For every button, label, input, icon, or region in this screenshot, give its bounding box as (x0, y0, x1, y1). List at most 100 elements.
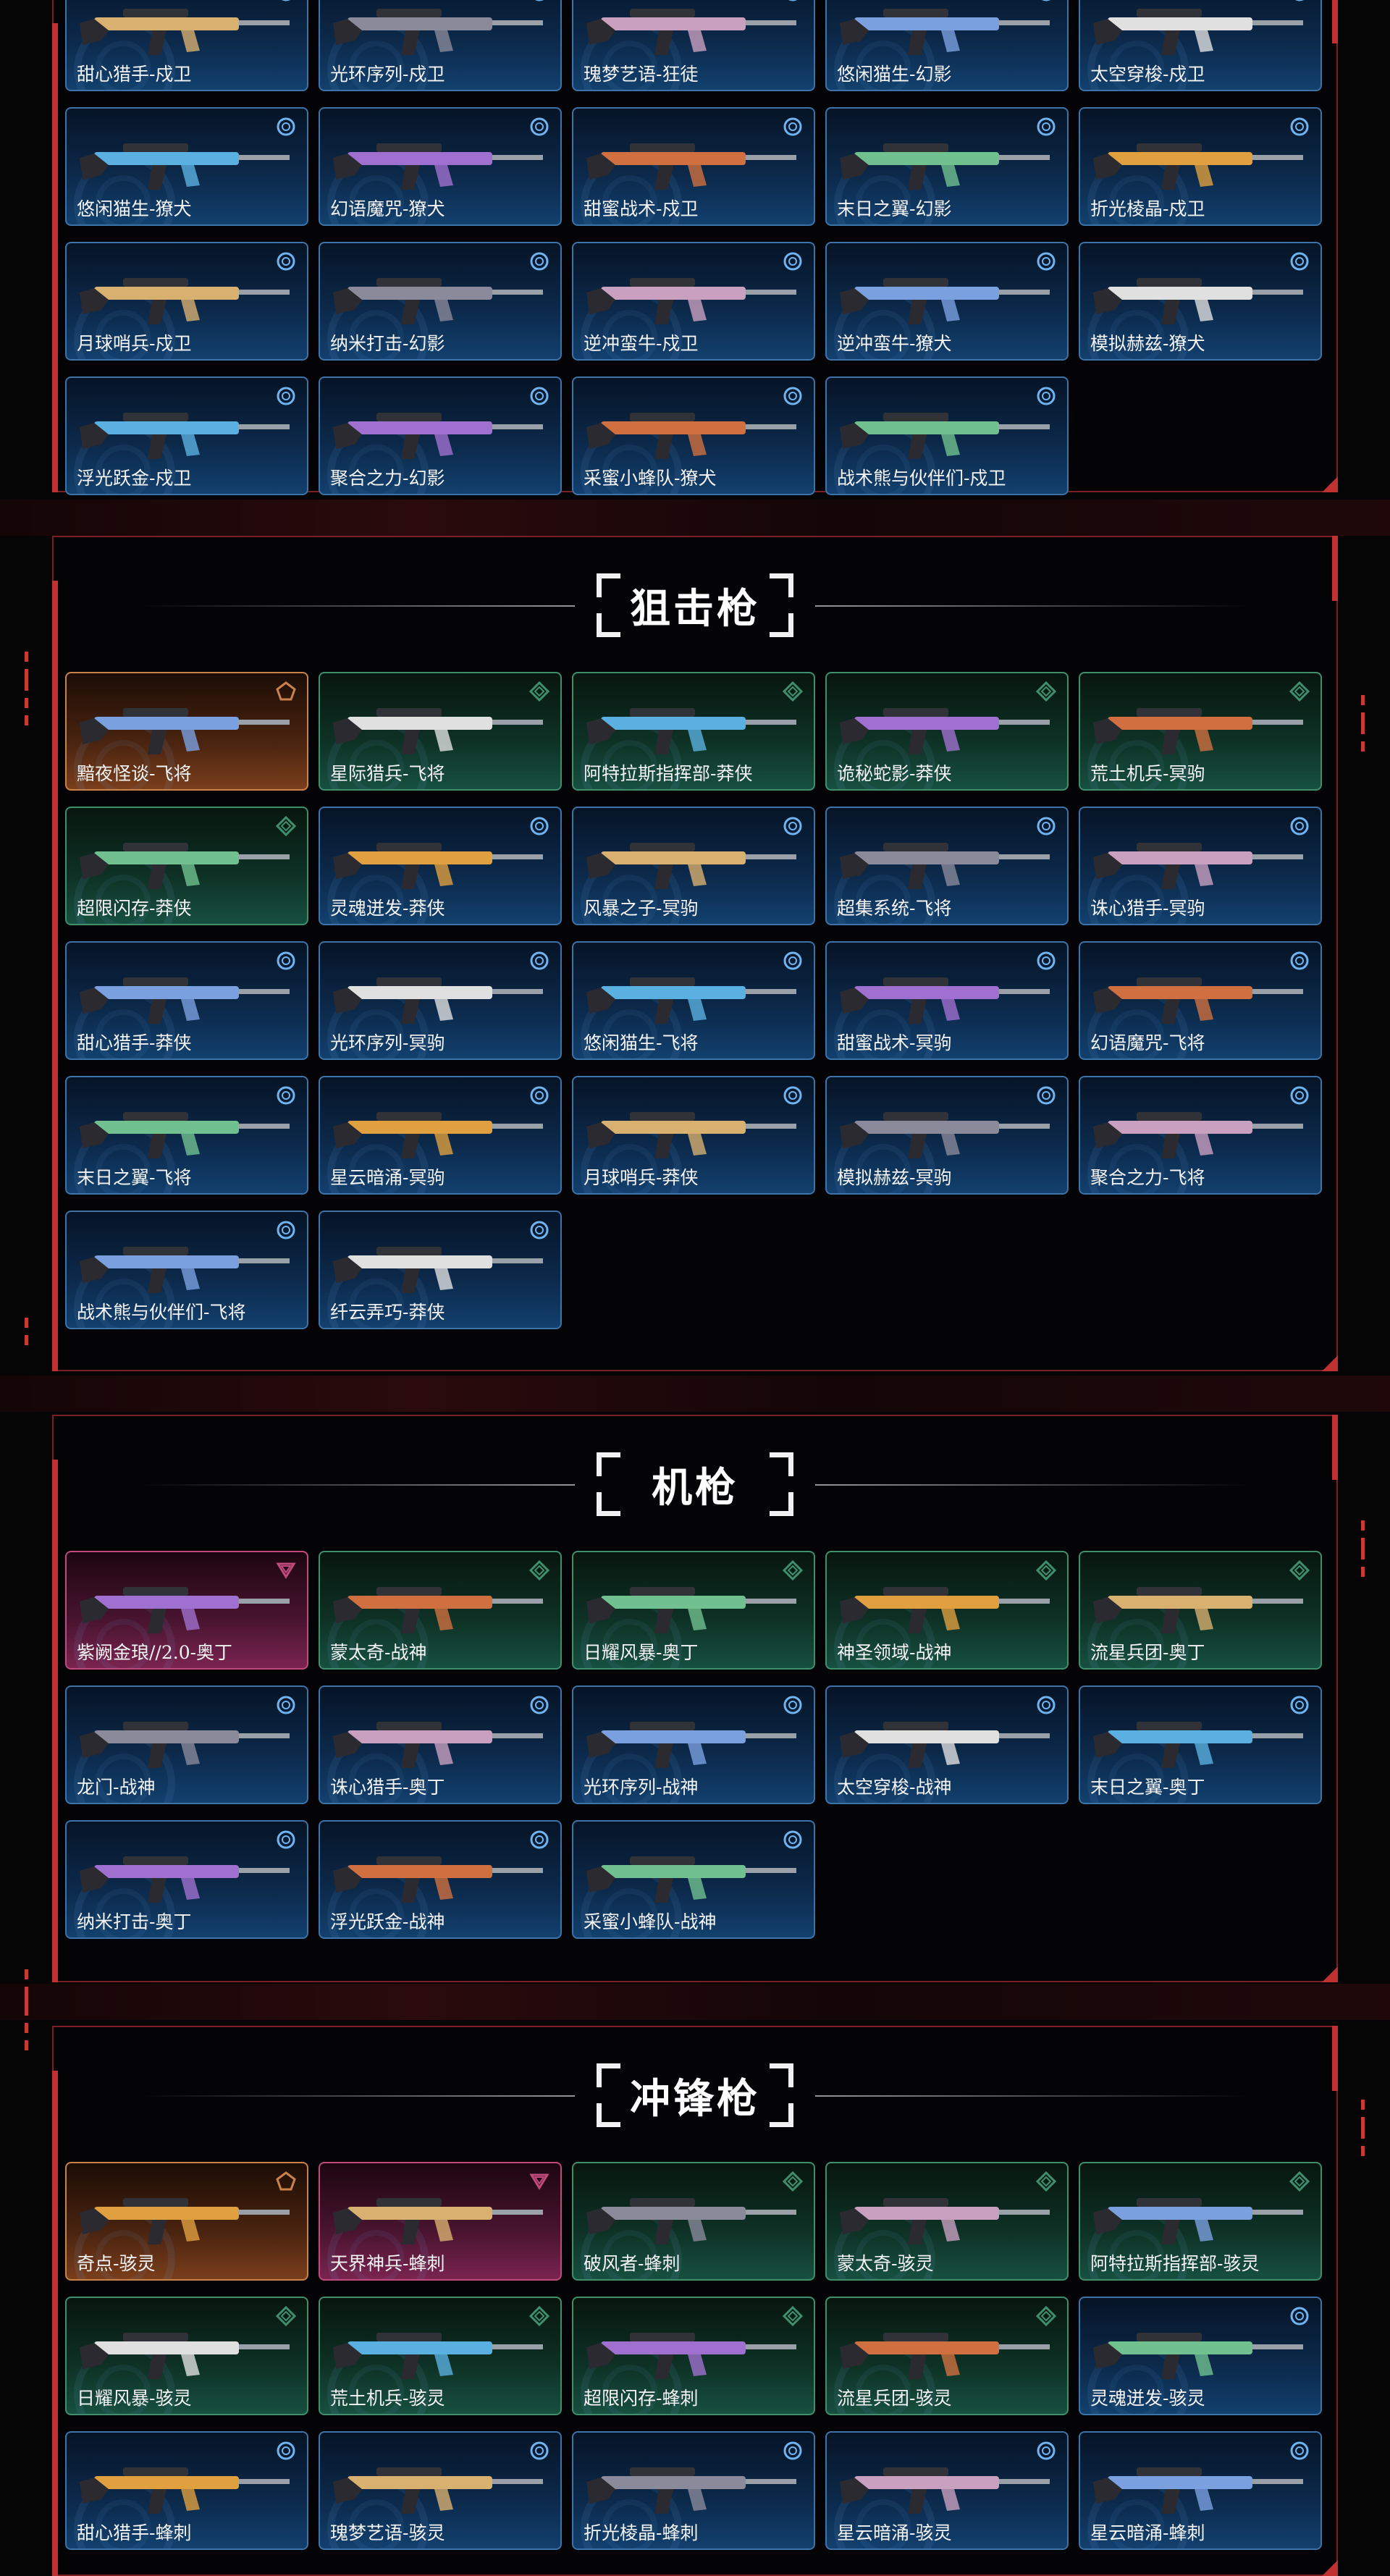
skin-card[interactable]: 荒土机兵-冥驹 (1079, 672, 1322, 791)
skin-card[interactable]: 战术熊与伙伴们-飞将 (65, 1211, 308, 1329)
skin-card[interactable]: 月球哨兵-莽侠 (572, 1076, 815, 1195)
skin-card[interactable]: 纳米打击-奥丁 (65, 1820, 308, 1939)
skin-card[interactable]: 逆冲蛮牛-戍卫 (572, 242, 815, 361)
skin-card[interactable]: 阿特拉斯指挥部-莽侠 (572, 672, 815, 791)
tier-badge-icon (782, 1694, 804, 1716)
skin-card[interactable]: 模拟赫兹-冥驹 (825, 1076, 1069, 1195)
skin-card[interactable]: 阿特拉斯指挥部-骇灵 (1079, 2162, 1322, 2281)
skin-card[interactable]: 瑰梦艺语-骇灵 (319, 2431, 562, 2550)
skin-card[interactable]: 甜心猎手-蜂刺 (65, 2431, 308, 2550)
skin-card[interactable]: 悠闲猫生-幻影 (825, 0, 1069, 91)
tier-badge-icon (275, 950, 297, 972)
weapon-image (333, 2314, 550, 2386)
skin-card[interactable]: 甜蜜战术-冥驹 (825, 941, 1069, 1060)
skin-card[interactable]: 诛心猎手-冥驹 (1079, 807, 1322, 925)
skin-card[interactable]: 采蜜小蜂队-战神 (572, 1820, 815, 1939)
skin-card[interactable]: 甜心猎手-莽侠 (65, 941, 308, 1060)
skin-card[interactable]: 超限闪存-蜂刺 (572, 2297, 815, 2415)
skin-label: 折光棱晶-蜂刺 (584, 2522, 699, 2543)
skin-card[interactable]: 浮光跃金-戍卫 (65, 376, 308, 495)
skin-card[interactable]: 超集系统-飞将 (825, 807, 1069, 925)
skin-card[interactable]: 浮光跃金-战神 (319, 1820, 562, 1939)
skin-card[interactable]: 太空穿梭-戍卫 (1079, 0, 1322, 91)
skin-card[interactable]: 末日之翼-幻影 (825, 107, 1069, 226)
skin-label: 逆冲蛮牛-獠犬 (837, 333, 952, 354)
skin-card[interactable]: 模拟赫兹-獠犬 (1079, 242, 1322, 361)
skin-card[interactable]: 诡秘蛇影-莽侠 (825, 672, 1069, 791)
skin-card[interactable]: 光环序列-戍卫 (319, 0, 562, 91)
skin-card[interactable]: 日耀风暴-奥丁 (572, 1551, 815, 1670)
skin-card[interactable]: 流星兵团-奥丁 (1079, 1551, 1322, 1670)
skin-card[interactable]: 太空穿梭-战神 (825, 1685, 1069, 1804)
skin-card[interactable]: 风暴之子-冥驹 (572, 807, 815, 925)
skin-card[interactable]: 采蜜小蜂队-獠犬 (572, 376, 815, 495)
skin-card[interactable]: 星云暗涌-蜂刺 (1079, 2431, 1322, 2550)
skin-card[interactable]: 末日之翼-飞将 (65, 1076, 308, 1195)
weapon-image (80, 2314, 297, 2386)
skin-card[interactable]: 折光棱晶-戍卫 (1079, 107, 1322, 226)
skin-card[interactable]: 奇点-骇灵 (65, 2162, 308, 2281)
skin-label: 月球哨兵-戍卫 (77, 333, 192, 354)
skin-card[interactable]: 聚合之力-幻影 (319, 376, 562, 495)
skin-label: 阿特拉斯指挥部-莽侠 (584, 763, 753, 784)
skin-card[interactable]: 神圣领域-战神 (825, 1551, 1069, 1670)
skin-card[interactable]: 黯夜怪谈-飞将 (65, 672, 308, 791)
skin-card[interactable]: 荒土机兵-骇灵 (319, 2297, 562, 2415)
skin-card[interactable]: 战术熊与伙伴们-戍卫 (825, 376, 1069, 495)
skin-card[interactable]: 星云暗涌-冥驹 (319, 1076, 562, 1195)
card-bg-ring (349, 2499, 404, 2548)
skin-label: 甜蜜战术-冥驹 (837, 1032, 952, 1053)
skin-card[interactable]: 破风者-蜂刺 (572, 2162, 815, 2281)
card-bg-ring (96, 175, 151, 224)
card-bg-ring (602, 1009, 657, 1058)
skin-card[interactable]: 纤云弄巧-莽侠 (319, 1211, 562, 1329)
skin-card[interactable]: 星际猎兵-飞将 (319, 672, 562, 791)
card-bg-ring (1109, 310, 1164, 359)
skin-card[interactable]: 悠闲猫生-獠犬 (65, 107, 308, 226)
skin-card[interactable]: 紫阙金琅//2.0-奥丁 (65, 1551, 308, 1670)
skin-card[interactable]: 月球哨兵-戍卫 (65, 242, 308, 361)
skin-card[interactable]: 甜蜜战术-戍卫 (572, 107, 815, 226)
tier-badge-icon (1035, 1085, 1057, 1106)
card-bg-ring (1109, 2365, 1164, 2414)
card-bg-ring (96, 1279, 151, 1328)
skin-card[interactable]: 日耀风暴-骇灵 (65, 2297, 308, 2415)
card-bg-ring (602, 1619, 657, 1668)
skin-card[interactable]: 灵魂迸发-骇灵 (1079, 2297, 1322, 2415)
tier-badge-icon (528, 1829, 550, 1851)
skin-card[interactable]: 悠闲猫生-飞将 (572, 941, 815, 1060)
skin-card[interactable]: 瑰梦艺语-狂徒 (572, 0, 815, 91)
skin-card[interactable]: 末日之翼-奥丁 (1079, 1685, 1322, 1804)
skin-card[interactable]: 星云暗涌-骇灵 (825, 2431, 1069, 2550)
skin-card[interactable]: 聚合之力-飞将 (1079, 1076, 1322, 1195)
weapon-image (586, 2449, 804, 2521)
skin-card[interactable]: 灵魂迸发-莽侠 (319, 807, 562, 925)
skin-label: 诛心猎手-奥丁 (330, 1777, 445, 1798)
skin-card[interactable]: 逆冲蛮牛-獠犬 (825, 242, 1069, 361)
skin-card[interactable]: 幻语魔咒-獠犬 (319, 107, 562, 226)
skin-card[interactable]: 甜心猎手-戍卫 (65, 0, 308, 91)
skin-card[interactable]: 纳米打击-幻影 (319, 242, 562, 361)
skin-card[interactable]: 蒙太奇-骇灵 (825, 2162, 1069, 2281)
card-bg-ring (349, 875, 404, 924)
skin-card[interactable]: 光环序列-战神 (572, 1685, 815, 1804)
skin-label: 阿特拉斯指挥部-骇灵 (1090, 2253, 1260, 2274)
skin-card[interactable]: 幻语魔咒-飞将 (1079, 941, 1322, 1060)
skin-card[interactable]: 超限闪存-莽侠 (65, 807, 308, 925)
weapon-image (1093, 689, 1310, 762)
tier-badge-icon (782, 2171, 804, 2192)
skin-card[interactable]: 蒙太奇-战神 (319, 1551, 562, 1670)
skin-label: 太空穿梭-战神 (837, 1777, 952, 1798)
skin-card[interactable]: 流星兵团-骇灵 (825, 2297, 1069, 2415)
skin-card[interactable]: 天界神兵-蜂刺 (319, 2162, 562, 2281)
skin-card[interactable]: 光环序列-冥驹 (319, 941, 562, 1060)
weapon-image (586, 0, 804, 62)
tier-badge-icon (275, 1085, 297, 1106)
weapon-image (333, 125, 550, 197)
card-bg-ring (349, 1619, 404, 1668)
weapon-image (80, 1838, 297, 1910)
skin-card[interactable]: 诛心猎手-奥丁 (319, 1685, 562, 1804)
skin-card[interactable]: 龙门-战神 (65, 1685, 308, 1804)
skin-card[interactable]: 折光棱晶-蜂刺 (572, 2431, 815, 2550)
card-bg-ring (602, 875, 657, 924)
